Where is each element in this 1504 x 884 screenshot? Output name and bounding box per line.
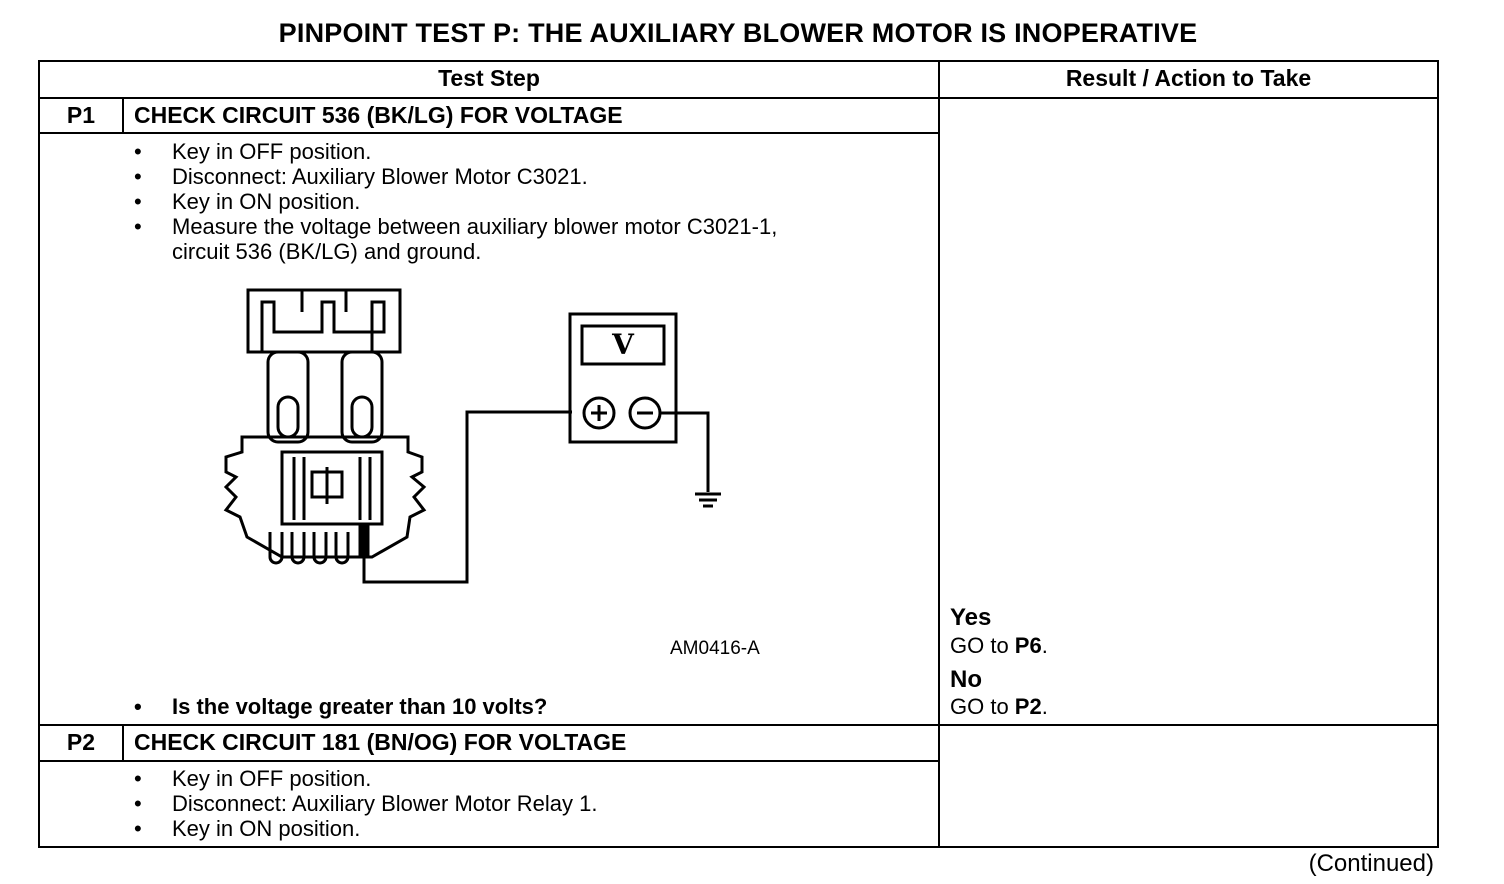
- column-divider: [938, 62, 940, 846]
- voltmeter-body: [568, 312, 678, 444]
- figure-label: AM0416-A: [670, 638, 760, 659]
- p2-instructions: Key in OFF position. Disconnect: Auxilia…: [134, 766, 598, 841]
- step-id-p2: P2: [66, 729, 96, 755]
- p2-title-divider: [40, 760, 938, 762]
- result-no-head: No: [950, 666, 982, 693]
- result-no-action: GO to P2.: [950, 694, 1048, 719]
- motor-pins: [268, 532, 350, 565]
- p1-title-divider: [40, 132, 938, 134]
- connector-top-rib: [260, 300, 386, 352]
- result-no-target: P2: [1014, 694, 1042, 719]
- motor-terminal-block: [280, 450, 384, 526]
- continued-note: (Continued): [1308, 850, 1434, 877]
- p2-instruction: Key in ON position.: [134, 816, 598, 841]
- step-id-p1: P1: [66, 102, 96, 128]
- result-yes-head: Yes: [950, 604, 992, 631]
- voltmeter-symbol: V: [611, 328, 635, 361]
- p2-instruction: Key in OFF position.: [134, 766, 598, 791]
- result-yes-target: P6: [1014, 633, 1042, 658]
- p2-instruction: Disconnect: Auxiliary Blower Motor Relay…: [134, 791, 598, 816]
- header-test-step: Test Step: [438, 65, 540, 91]
- p2-id-divider: [122, 724, 124, 760]
- p1-instruction: Measure the voltage between auxiliary bl…: [134, 214, 777, 239]
- pinpoint-test-table: Test Step Result / Action to Take P1 CHE…: [38, 60, 1439, 848]
- header-result: Result / Action to Take: [1065, 65, 1312, 91]
- voltmeter-positive-terminal: [582, 396, 616, 430]
- negative-lead: [660, 411, 710, 492]
- test-probe: [358, 525, 370, 559]
- p2-row-divider: [40, 724, 1437, 726]
- connector-voltmeter-diagram: V: [223, 288, 721, 584]
- p1-instructions: Key in OFF position. Disconnect: Auxilia…: [134, 139, 777, 264]
- p1-instruction: Key in ON position.: [134, 189, 777, 214]
- connector-top-housing: [246, 288, 402, 354]
- p1-instruction: Disconnect: Auxiliary Blower Motor C3021…: [134, 164, 777, 189]
- positive-lead: [362, 410, 572, 584]
- connector-latch-left: [266, 350, 310, 444]
- step-title-p2: CHECK CIRCUIT 181 (BN/OG) FOR VOLTAGE: [134, 729, 627, 755]
- connector-latch-right: [340, 350, 384, 444]
- p1-id-divider: [122, 97, 124, 132]
- p1-question: Is the voltage greater than 10 volts?: [134, 694, 547, 719]
- p1-instruction: Key in OFF position.: [134, 139, 777, 164]
- header-divider: [40, 97, 1437, 99]
- p1-question-text: Is the voltage greater than 10 volts?: [134, 694, 547, 719]
- page-title: PINPOINT TEST P: THE AUXILIARY BLOWER MO…: [278, 18, 1198, 48]
- motor-body: [223, 435, 427, 559]
- step-title-p1: CHECK CIRCUIT 536 (BK/LG) FOR VOLTAGE: [134, 102, 623, 128]
- result-yes-action: GO to P6.: [950, 633, 1048, 658]
- voltmeter-display: [580, 324, 666, 366]
- p1-instruction-continued: circuit 536 (BK/LG) and ground.: [172, 239, 482, 264]
